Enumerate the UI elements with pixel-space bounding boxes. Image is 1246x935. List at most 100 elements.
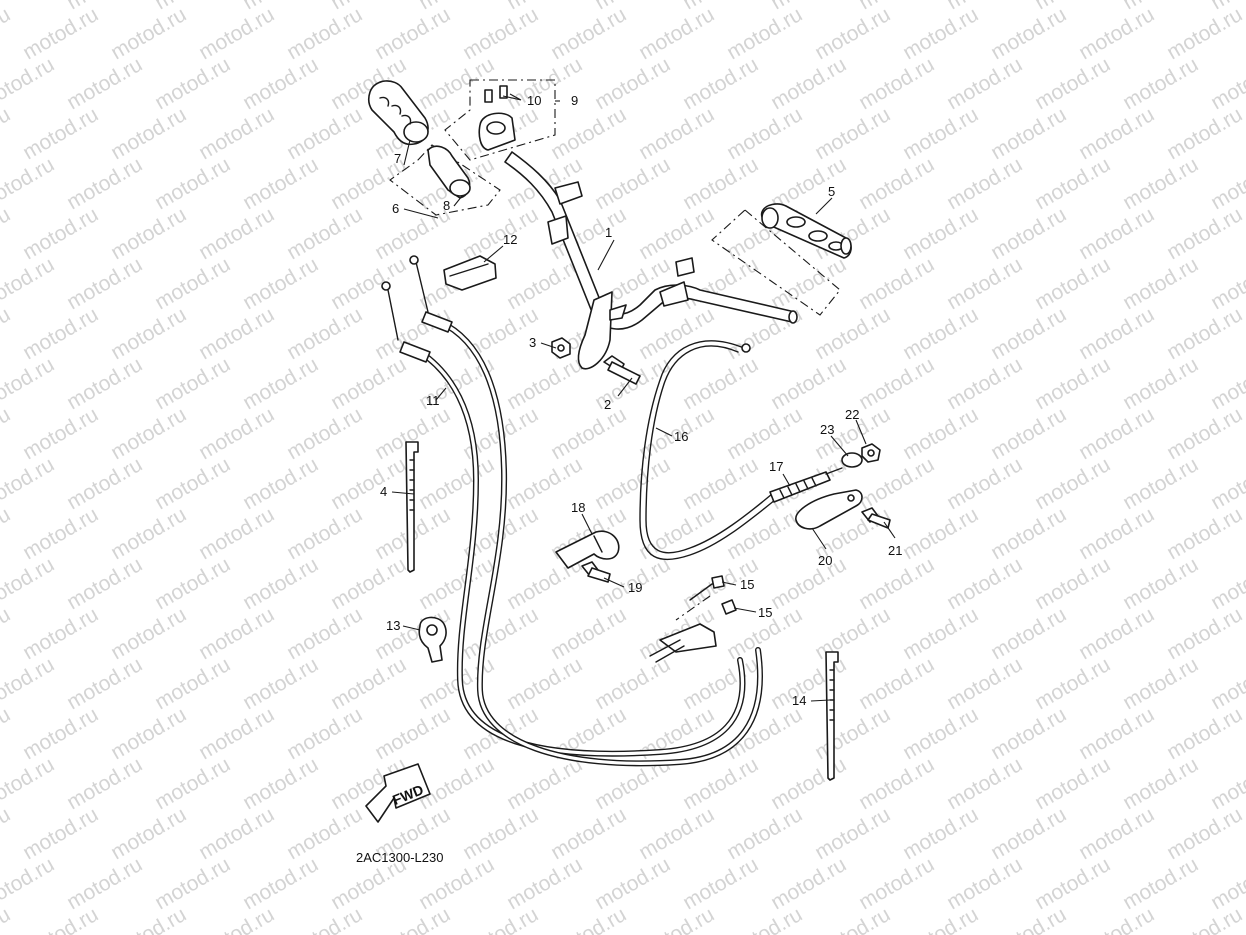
watermark-text: motod.ru [0,353,58,414]
watermark-text: motod.ru [459,3,542,64]
watermark-text: motod.ru [723,803,806,864]
watermark-text: motod.ru [327,253,410,314]
cable-clip [418,616,447,663]
watermark-text: motod.ru [107,703,190,764]
watermark-text: motod.ru [19,703,102,764]
watermark-text: motod.ru [943,53,1026,114]
watermark-text: motod.ru [635,103,718,164]
watermark-text: motod.ru [1075,703,1158,764]
watermark-text: motod.ru [1119,53,1202,114]
watermark-text: motod.ru [1119,253,1202,314]
watermark-text: motod.ru [591,653,674,714]
callout-16: 16 [674,429,688,444]
watermark-text: motod.ru [0,753,58,814]
watermark-text: motod.ru [63,453,146,514]
watermark-text: motod.ru [855,653,938,714]
callout-4: 4 [380,484,387,499]
locknut [861,443,881,463]
watermark-text: motod.ru [239,553,322,614]
watermark-text: motod.ru [371,203,454,264]
watermark-text: motod.ru [415,753,498,814]
watermark-text: motod.ru [327,653,410,714]
watermark-text: motod.ru [943,153,1026,214]
watermark-text: motod.ru [1163,903,1246,935]
callout-23: 23 [820,422,834,437]
callout-14: 14 [792,693,806,708]
watermark-text: motod.ru [987,203,1070,264]
watermark-text: motod.ru [987,3,1070,64]
left-grip [367,80,429,146]
watermark-text: motod.ru [635,3,718,64]
watermark-text: motod.ru [547,803,630,864]
watermark-text: motod.ru [811,803,894,864]
watermark-text: motod.ru [1163,303,1246,364]
watermark-text: motod.ru [239,753,322,814]
watermark-text: motod.ru [943,553,1026,614]
watermark-text: motod.ru [723,503,806,564]
watermark-text: motod.ru [1119,353,1202,414]
watermark-text: motod.ru [0,803,14,864]
watermark-text: motod.ru [899,903,982,935]
watermark-text: motod.ru [503,653,586,714]
watermark-text: motod.ru [1207,653,1246,714]
cable-guide [443,255,497,291]
watermark-text: motod.ru [1075,303,1158,364]
watermark-text: motod.ru [811,103,894,164]
watermark-text: motod.ru [723,3,806,64]
watermark-text: motod.ru [767,853,850,914]
watermark-text: motod.ru [1163,703,1246,764]
callout-5: 5 [828,184,835,199]
watermark-text: motod.ru [811,603,894,664]
watermark-text: motod.ru [327,353,410,414]
watermark-text: motod.ru [371,903,454,935]
callout-22: 22 [845,407,859,422]
callout-21: 21 [888,543,902,558]
watermark-text: motod.ru [503,753,586,814]
watermark-text: motod.ru [1075,203,1158,264]
watermark-text: motod.ru [239,53,322,114]
watermark-text: motod.ru [239,253,322,314]
watermark-text: motod.ru [679,153,762,214]
callout-11: 11 [426,393,440,408]
brake-bracket [795,489,863,530]
watermark-text: motod.ru [679,453,762,514]
watermark-text: motod.ru [723,103,806,164]
watermark-text: motod.ru [283,903,366,935]
watermark-text: motod.ru [811,303,894,364]
watermark-text: motod.ru [1031,453,1114,514]
callout-2: 2 [604,397,611,412]
watermark-text: motod.ru [0,103,14,164]
watermark-text: motod.ru [63,353,146,414]
watermark-text: motod.ru [943,253,1026,314]
watermark-text: motod.ru [0,903,14,935]
watermark-text: motod.ru [899,3,982,64]
watermark-text: motod.ru [19,603,102,664]
handlebar [504,151,798,370]
watermark-text: motod.ru [415,453,498,514]
watermark-text: motod.ru [195,403,278,464]
watermark-text: motod.ru [1163,403,1246,464]
watermark-text: motod.ru [19,103,102,164]
watermark-text: motod.ru [327,453,410,514]
watermark-text: motod.ru [19,403,102,464]
watermark-text: motod.ru [195,603,278,664]
watermark-text: motod.ru [811,903,894,935]
watermark-text: motod.ru [899,403,982,464]
watermark-text: motod.ru [283,303,366,364]
watermark-text: motod.ru [239,653,322,714]
watermark-text: motod.ru [591,53,674,114]
watermark-text: motod.ru [107,203,190,264]
watermark-text: motod.ru [1031,553,1114,614]
watermark-text: motod.ru [107,103,190,164]
watermark-text: motod.ru [283,703,366,764]
watermark-text: motod.ru [459,903,542,935]
watermark-text: motod.ru [811,3,894,64]
callout-9: 9 [571,93,578,108]
watermark-text: motod.ru [107,3,190,64]
watermark-text: motod.ru [459,303,542,364]
watermark-text: motod.ru [0,653,58,714]
callout-15b: 15 [758,605,772,620]
watermark-text: motod.ru [1207,853,1246,914]
cable-tie-right [825,651,839,781]
